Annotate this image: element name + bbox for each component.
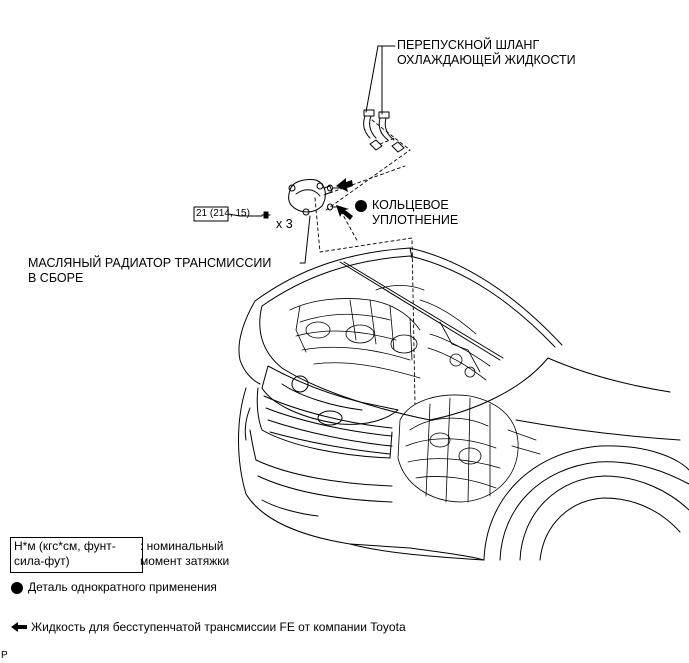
- oil-cooler-leader: [299, 215, 311, 264]
- o-ring-label-line1: КОЛЬЦЕВОЕ: [372, 198, 449, 212]
- oil-cooler-label-line2: В СБОРЕ: [28, 271, 84, 285]
- bypass-hose-label: ПЕРЕПУСКНОЙ ШЛАНГ ОХЛАЖДАЮЩЕЙ ЖИДКОСТИ: [397, 38, 576, 68]
- torque-value: 21 (214, 15): [196, 208, 250, 219]
- oil-cooler-assembly: [288, 179, 333, 216]
- engine-compartment: [289, 285, 491, 381]
- legend-torque-desc-line2: момент затяжки: [140, 554, 230, 568]
- oil-cooler-label-line1: МАСЛЯНЫЙ РАДИАТОР ТРАНСМИССИИ: [28, 256, 272, 270]
- legend-torque-unit-box: Н*м (кгс*см, фунт- сила-фут): [10, 537, 143, 573]
- bolt-icon: [239, 211, 271, 219]
- non-reusable-part-icon: [355, 200, 367, 212]
- bypass-hose-leader: [365, 45, 396, 115]
- legend-non-reusable-text: Деталь однократного применения: [28, 580, 217, 594]
- oil-cooler-label: МАСЛЯНЫЙ РАДИАТОР ТРАНСМИССИИ В СБОРЕ: [28, 256, 271, 286]
- legend-non-reusable-icon: [11, 582, 23, 594]
- car-body: [238, 247, 689, 561]
- bypass-hose-label-line2: ОХЛАЖДАЮЩЕЙ ЖИДКОСТИ: [397, 53, 576, 67]
- o-ring-label-line2: УПЛОТНЕНИЕ: [372, 213, 459, 227]
- legend-torque-unit-line1: Н*м (кгс*см, фунт-: [14, 539, 116, 553]
- fluid-arrow-icon-lower: [336, 205, 353, 220]
- transmission: [397, 394, 541, 503]
- bolt-count: x 3: [276, 217, 293, 231]
- fluid-arrow-icon: [336, 178, 353, 192]
- legend-torque-desc-line1: : номинальный: [140, 539, 224, 553]
- bypass-hose-label-line1: ПЕРЕПУСКНОЙ ШЛАНГ: [397, 38, 540, 52]
- legend-fluid-arrow-icon: [11, 622, 27, 632]
- corner-code: P: [1, 650, 8, 661]
- coolant-bypass-hose: [363, 109, 405, 153]
- legend-torque-unit-line2: сила-фут): [14, 554, 70, 568]
- legend-fluid-text: Жидкость для бесступенчатой трансмиссии …: [31, 620, 406, 634]
- legend-torque-desc: : номинальный момент затяжки: [140, 539, 229, 569]
- o-ring-label: КОЛЬЦЕВОЕ УПЛОТНЕНИЕ: [372, 198, 458, 228]
